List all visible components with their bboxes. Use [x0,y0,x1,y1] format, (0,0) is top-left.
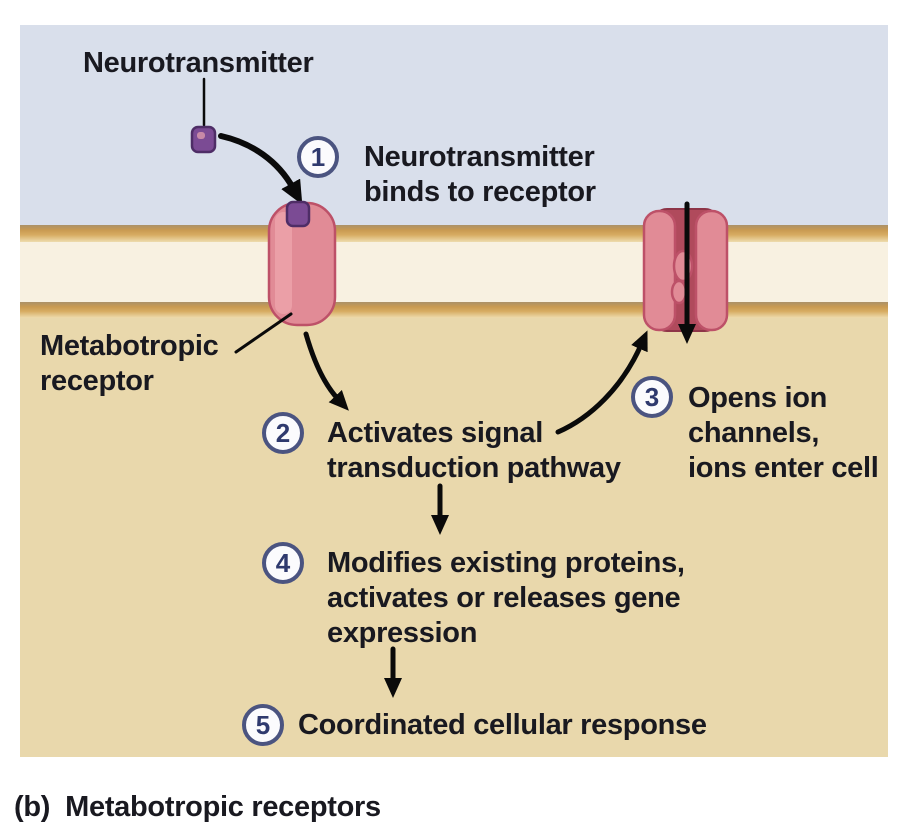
step-text-4: Modifies existing proteins, activates or… [327,547,685,649]
caption-title: Metabotropic receptors [65,791,381,823]
neurotransmitter-label: Neurotransmitter [83,47,314,79]
figure-caption: (b) Metabotropic receptors [14,791,381,824]
membrane-inner-leaflet [20,302,888,318]
step-text-3: Opens ion channels, ions enter cell [688,382,879,484]
step-text-5: Coordinated cellular response [298,709,707,741]
step-circle-5: 5 [242,704,284,746]
step-text-1: Neurotransmitter binds to receptor [364,141,596,208]
step-text-2: Activates signal transduction pathway [327,417,621,484]
step-number-3: 3 [644,381,660,412]
caption-prefix: (b) [14,791,51,823]
step-number-2: 2 [275,417,291,448]
membrane-outer-leaflet [20,225,888,242]
metabotropic-receptor-label: Metabotropic receptor [40,330,219,397]
membrane-interior-band [20,242,888,302]
step-number-5: 5 [255,709,271,740]
step-circle-2: 2 [262,412,304,454]
cytoplasm-region [20,318,888,757]
step-number-1: 1 [310,141,326,172]
extracellular-region [20,25,888,225]
step-circle-4: 4 [262,542,304,584]
step-circle-1: 1 [297,136,339,178]
step-circle-3: 3 [631,376,673,418]
step-number-4: 4 [275,547,291,578]
